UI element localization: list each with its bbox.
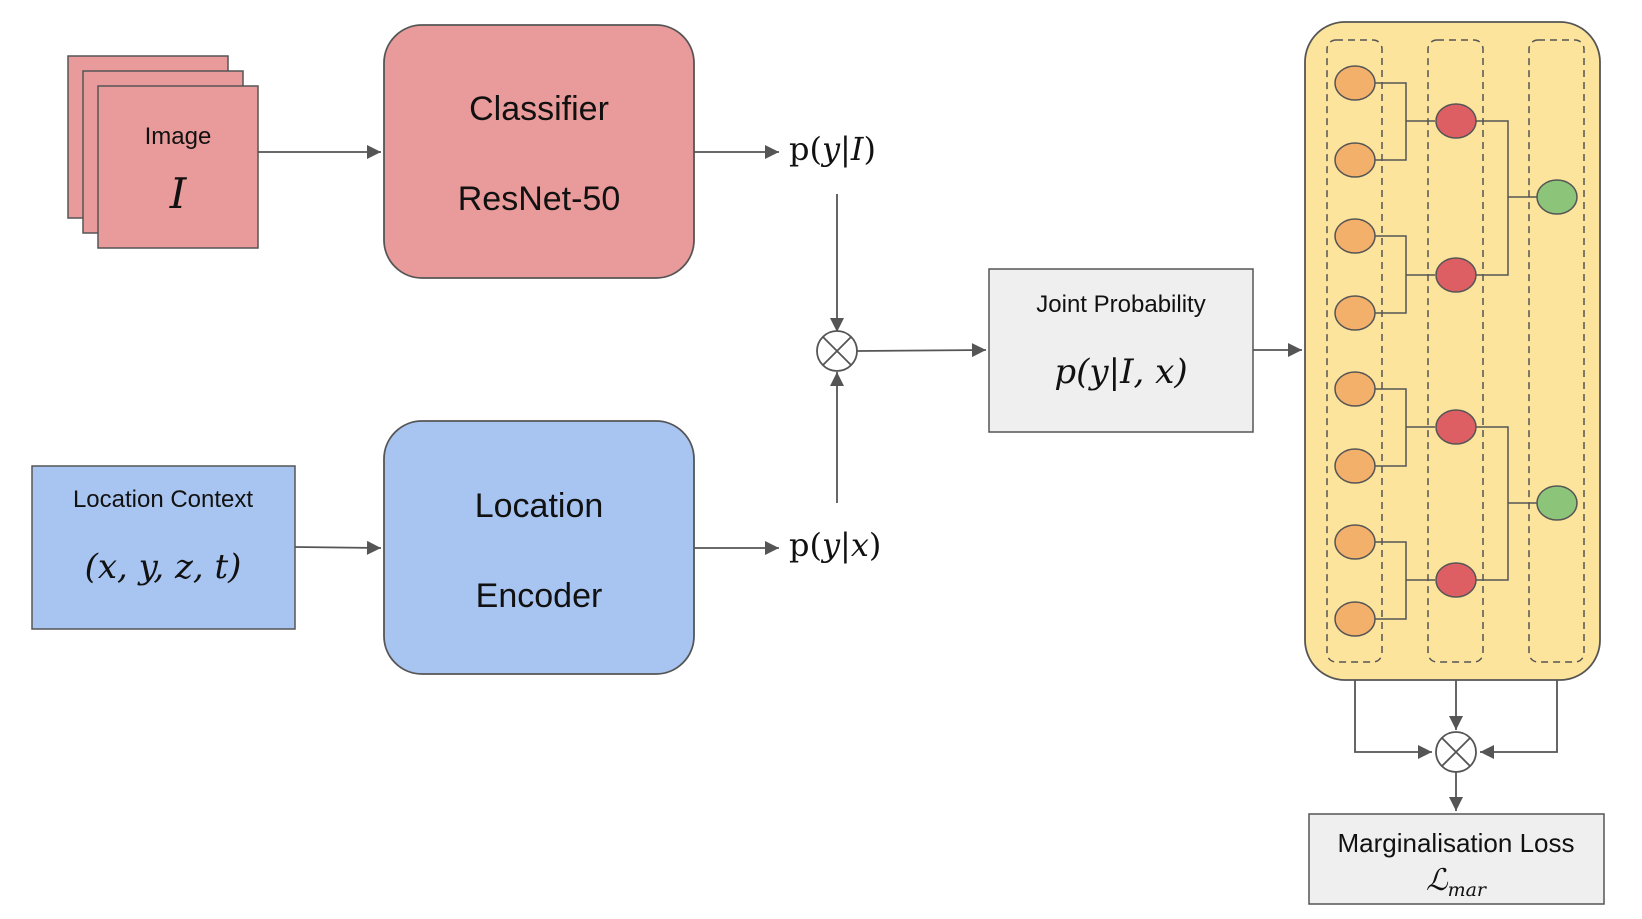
joint-probability-label: Joint Probability [1036, 291, 1205, 318]
joint-probability-box: Joint Probability p(y|I, x) [988, 268, 1254, 433]
location-encoder-box: Location Encoder [383, 420, 695, 675]
encoder-title-line2: Encoder [476, 577, 603, 615]
tree-node-root [1536, 179, 1578, 215]
tree-node-leaf [1334, 448, 1376, 484]
tree-node-leaf [1334, 371, 1376, 407]
level-column-genus [1427, 39, 1484, 663]
circle-times-icon [1435, 731, 1477, 773]
tree-node-root [1536, 485, 1578, 521]
tree-node-leaf [1334, 142, 1376, 178]
tree-node-leaf [1334, 65, 1376, 101]
classifier-model: ResNet-50 [458, 180, 621, 218]
classifier-box: Classifier ResNet-50 [383, 24, 695, 279]
level-column-family [1528, 39, 1585, 663]
tree-node-mid [1435, 103, 1477, 139]
p-y-given-x: p(y|x) [789, 526, 881, 564]
arrow-level1-to-multiply [1354, 680, 1432, 759]
joint-probability-formula: p(y|I, x) [1054, 352, 1187, 392]
tree-node-mid [1435, 562, 1477, 598]
hierarchy-tree-panel [1304, 21, 1601, 681]
tree-node-leaf [1334, 524, 1376, 560]
marginalisation-loss-label: Marginalisation Loss [1337, 828, 1574, 858]
tree-node-leaf [1334, 295, 1376, 331]
location-context-formula: (x, y, z, t) [85, 547, 242, 587]
tree-node-leaf [1334, 218, 1376, 254]
level-column-species [1326, 39, 1383, 663]
image-symbol: I [169, 169, 188, 218]
arrow-context-to-encoder [294, 540, 382, 555]
tree-node-leaf [1334, 601, 1376, 637]
image-stack: Image I [67, 55, 259, 249]
arrow-multiply-to-joint [856, 343, 987, 358]
location-context-box: Location Context (x, y, z, t) [31, 465, 296, 630]
classifier-title: Classifier [469, 90, 609, 128]
encoder-title-line1: Location [475, 487, 604, 525]
image-label: Image [145, 123, 212, 150]
arrow-level3-to-multiply [1480, 680, 1558, 759]
location-context-label: Location Context [73, 486, 253, 513]
marginalisation-loss-box: Marginalisation Loss ℒmar [1308, 813, 1605, 905]
circle-times-icon [816, 330, 858, 372]
tree-node-mid [1435, 257, 1477, 293]
p-y-given-I: p(y|I) [789, 130, 876, 168]
tree-node-mid [1435, 409, 1477, 445]
marginalisation-loss-symbol: ℒmar [1426, 863, 1488, 901]
